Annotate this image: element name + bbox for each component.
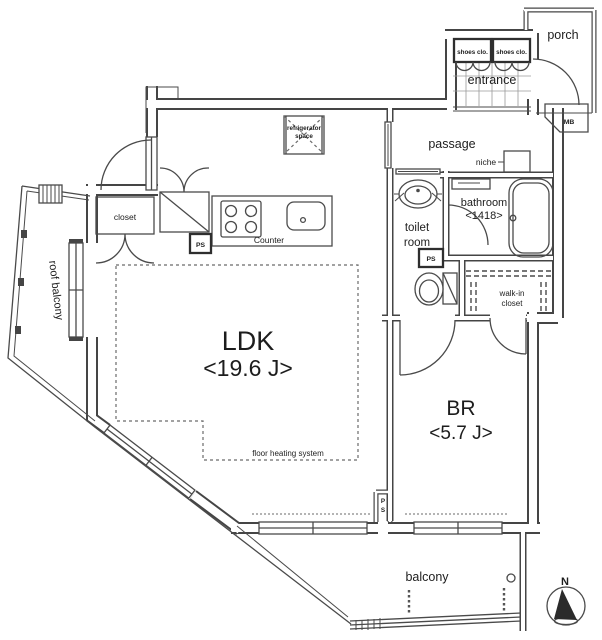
pipe-space-kitchen-label: PS	[196, 242, 206, 249]
ldk-left-window	[100, 136, 158, 191]
refrigerator-label-line1: refrigerator	[287, 125, 321, 132]
br-door	[399, 319, 456, 376]
north-needle	[554, 589, 577, 620]
compass	[546, 586, 586, 626]
bathroom-size-label: <1418>	[465, 210, 502, 222]
pipe-space-kitchen-box	[188, 232, 213, 255]
floor-heating-boundary	[115, 264, 359, 461]
sink	[286, 201, 326, 231]
niche-label: niche	[476, 157, 497, 167]
balcony-door-arc	[100, 139, 152, 191]
walkin-closet	[466, 270, 552, 355]
pipe-shaft-s-label: S	[381, 507, 385, 514]
porch-label: porch	[547, 28, 578, 42]
railing-mark	[18, 278, 24, 286]
ldk-diagonal-window	[103, 424, 196, 500]
corner-cabinet	[159, 167, 210, 233]
drain-circle	[506, 573, 516, 583]
bath-shelf	[451, 178, 491, 190]
walkin-label-line2: closet	[502, 299, 524, 308]
passage-area	[384, 121, 531, 175]
shoes-closet-right-label: shoes clo.	[496, 49, 527, 56]
balcony-area	[349, 573, 522, 630]
niche	[498, 150, 531, 173]
compass-north-label: N	[561, 576, 569, 588]
railing-mark	[15, 326, 21, 334]
floor-heating-label: floor heating system	[252, 449, 324, 458]
kitchen	[159, 115, 333, 255]
bathroom	[447, 178, 554, 258]
entrance-area	[452, 37, 589, 133]
br-label: BR	[446, 397, 475, 420]
stove	[220, 200, 262, 238]
roof-balcony: roof balcony	[7, 184, 97, 429]
pipe-space-toilet-label: PS	[426, 256, 436, 263]
washbasin	[394, 179, 442, 209]
shoes-closet-left	[452, 37, 493, 72]
kitchen-counter	[211, 195, 333, 247]
ldk-size-label: <19.6 J>	[203, 355, 293, 381]
br-size-label: <5.7 J>	[429, 423, 492, 444]
balcony-partition-dashes	[407, 588, 506, 613]
entrance-door-arc	[532, 58, 580, 106]
entrance-label: entrance	[468, 73, 517, 87]
walls	[86, 7, 597, 631]
refrigerator-label-line2: space	[295, 133, 313, 140]
outer-boundary-lines	[95, 86, 592, 625]
walkin-door	[489, 317, 527, 355]
walkin-label-line1: walk-in	[499, 289, 525, 298]
pipe-space-toilet-box	[417, 247, 445, 269]
meter-box	[544, 103, 589, 133]
ldk-bottom-window	[258, 521, 368, 535]
shoes-closet-right	[491, 37, 532, 72]
meter-box-label: MB	[564, 119, 575, 126]
toilet-label-line1: toilet	[405, 222, 430, 234]
entrance-tiles	[453, 62, 531, 112]
toilet-label-line2: room	[404, 237, 430, 249]
railing-mark	[21, 230, 27, 238]
kitchen-sliding-door	[384, 121, 392, 169]
bathroom-door-arc	[447, 204, 489, 246]
roof-balcony-slider-window	[68, 239, 84, 341]
balcony-label: balcony	[405, 570, 449, 584]
roof-balcony-label: roof balcony	[46, 260, 65, 321]
passage-label: passage	[428, 137, 475, 151]
bathroom-label: bathroom	[461, 197, 507, 209]
refrigerator-space	[283, 115, 325, 155]
pipe-shaft-p-label: P	[381, 498, 385, 505]
ldk-closet	[95, 196, 155, 264]
labels: porch entrance shoes clo. shoes clo. MB …	[114, 28, 579, 588]
ldk-label: LDK	[222, 326, 275, 356]
windows	[100, 136, 508, 535]
bathtub	[508, 178, 554, 258]
toilet	[414, 272, 458, 306]
washroom-door	[395, 168, 441, 175]
br-bottom-window	[413, 521, 503, 535]
shoes-closet-left-label: shoes clo.	[457, 49, 488, 56]
closet-label: closet	[114, 212, 137, 222]
counter-label: Counter	[254, 235, 284, 245]
